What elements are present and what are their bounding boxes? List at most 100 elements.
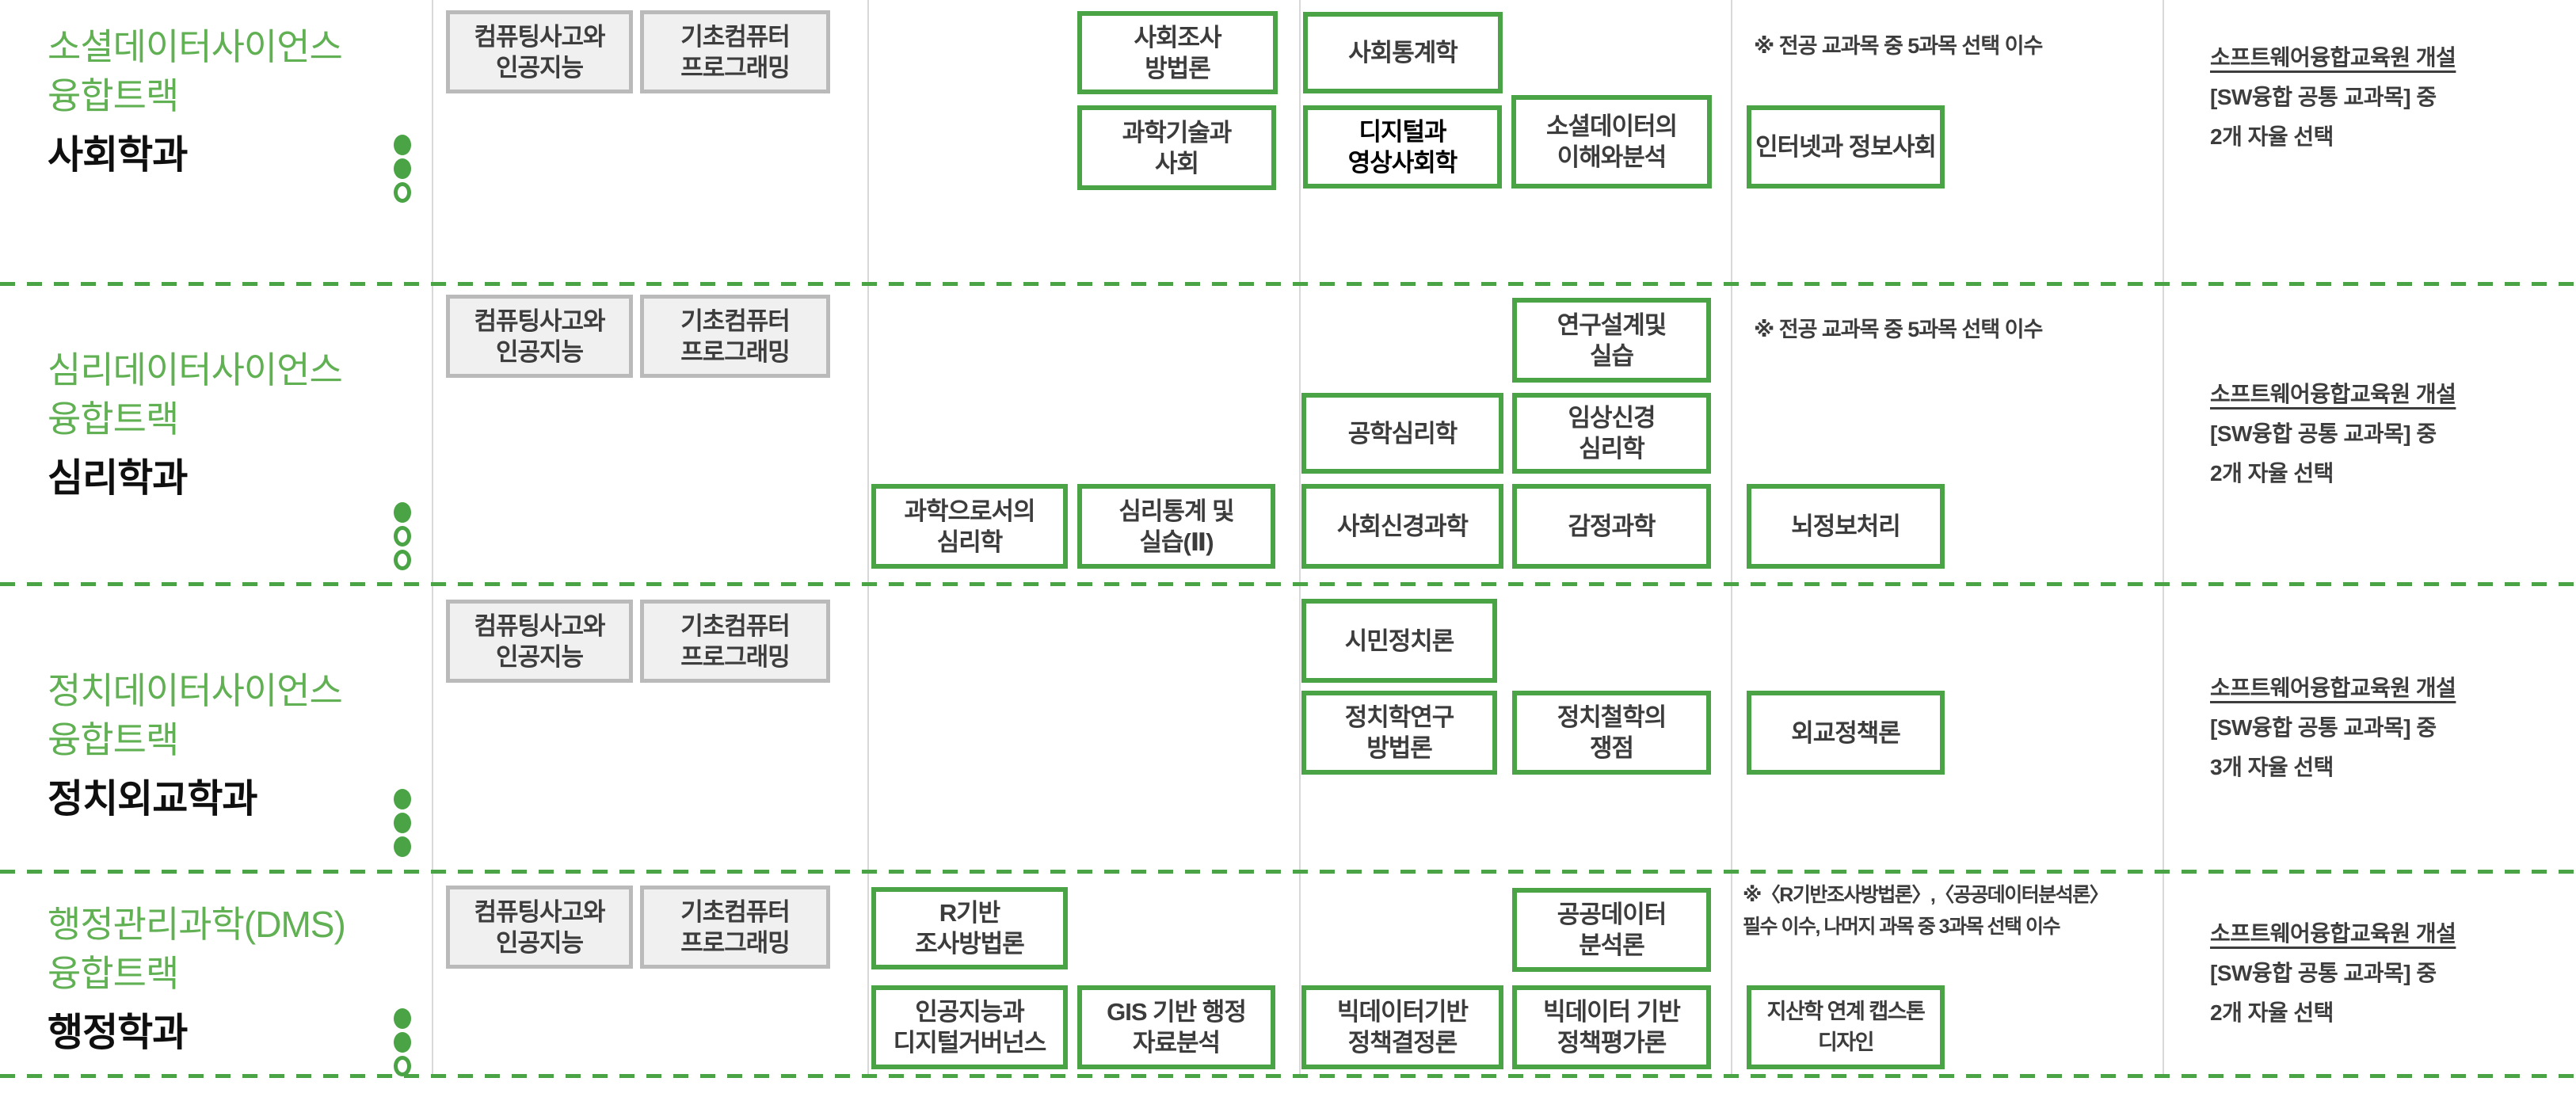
course-box: 정치철학의 쟁점 — [1512, 691, 1711, 775]
grade-dot — [394, 836, 411, 857]
course-label: 심리통계 및 실습(Ⅱ) — [1118, 497, 1234, 556]
course-box: 시민정치론 — [1301, 599, 1497, 683]
course-box: R기반 조사방법론 — [871, 887, 1068, 969]
grade-dot — [394, 526, 411, 547]
sw-note-line: 소프트웨어융합교육원 개설 — [2210, 921, 2456, 946]
course-box: 정치학연구 방법론 — [1301, 691, 1497, 775]
course-box: 뇌정보처리 — [1747, 484, 1945, 569]
grade-dot — [394, 789, 411, 809]
course-label: 인터넷과 정보사회 — [1755, 133, 1937, 161]
course-label: 컴퓨팅사고와 인공지능 — [474, 22, 605, 82]
sw-note-line: 소프트웨어융합교육원 개설 — [2210, 381, 2456, 406]
grade-dot — [394, 182, 411, 203]
common-course-box: 컴퓨팅사고와 인공지능 — [446, 886, 633, 969]
sw-common-note: 소프트웨어융합교육원 개설 [SW융합 공통 교과목] 중 2개 자율 선택 — [2210, 284, 2456, 584]
track-row-psychology: 심리데이터사이언스 융합트랙 심리학과 컴퓨팅사고와 인공지능 기초컴퓨터 프로… — [0, 284, 2576, 586]
track-label: 심리데이터사이언스 융합트랙 심리학과 — [48, 345, 343, 502]
course-label: 컴퓨팅사고와 인공지능 — [474, 611, 605, 671]
course-label: 기초컴퓨터 프로그래밍 — [680, 22, 791, 82]
course-box: 임상신경 심리학 — [1512, 393, 1711, 474]
course-label: 디지털과 영상사회학 — [1347, 117, 1458, 177]
track-title: 심리데이터사이언스 융합트랙 — [48, 349, 343, 440]
course-label: 컴퓨팅사고와 인공지능 — [474, 307, 605, 366]
course-box: 사회조사 방법론 — [1077, 11, 1278, 94]
grade-dots — [394, 135, 411, 203]
course-label: 소셜데이터의 이해와분석 — [1545, 112, 1678, 171]
course-label: 기초컴퓨터 프로그래밍 — [680, 897, 791, 957]
course-label: 정치학연구 방법론 — [1344, 703, 1455, 762]
course-box: 인터넷과 정보사회 — [1747, 105, 1945, 189]
grade-dots — [394, 502, 411, 570]
course-label: 임상신경 심리학 — [1568, 404, 1656, 463]
course-box: GIS 기반 행정 자료분석 — [1077, 985, 1275, 1069]
course-box: 사회신경과학 — [1301, 484, 1503, 569]
course-box: 연구설계및 실습 — [1512, 298, 1711, 383]
grade-dots — [394, 1008, 411, 1076]
course-label: GIS 기반 행정 자료분석 — [1107, 998, 1247, 1057]
course-label: 공학심리학 — [1347, 419, 1458, 448]
course-label: 외교정책론 — [1791, 718, 1901, 747]
course-label: 컴퓨팅사고와 인공지능 — [474, 897, 605, 957]
course-label: 뇌정보처리 — [1791, 512, 1901, 540]
course-label: 기초컴퓨터 프로그래밍 — [680, 307, 791, 366]
course-box: 빅데이터 기반 정책평가론 — [1512, 985, 1711, 1069]
column-divider — [867, 0, 869, 1076]
course-label: 연구설계및 실습 — [1557, 310, 1667, 370]
requirement-note: ※ 전공 교과목 중 5과목 선택 이수 — [1754, 34, 2043, 58]
grade-dot — [394, 1032, 411, 1053]
course-label: 과학기술과 사회 — [1122, 118, 1233, 177]
course-label: R기반 조사방법론 — [915, 899, 1025, 958]
sw-common-note: 소프트웨어융합교육원 개설 [SW융합 공통 교과목] 중 2개 자율 선택 — [2210, 38, 2456, 157]
course-box: 사회통계학 — [1303, 12, 1503, 93]
grade-dot — [394, 502, 411, 523]
course-box: 외교정책론 — [1747, 691, 1945, 775]
requirement-note: ※〈R기반조사방법론〉,〈공공데이터분석론〉 필수 이수, 나머지 과목 중 3… — [1743, 884, 2109, 938]
common-course-box: 기초컴퓨터 프로그래밍 — [640, 886, 830, 969]
department-name: 심리학과 — [48, 457, 188, 500]
common-course-box: 컴퓨팅사고와 인공지능 — [446, 600, 633, 683]
course-box: 과학기술과 사회 — [1077, 105, 1276, 190]
column-divider — [2163, 0, 2164, 1076]
course-box: 지산학 연계 캡스톤 디자인 — [1747, 985, 1945, 1069]
course-box: 디지털과 영상사회학 — [1303, 105, 1502, 189]
course-label: 사회조사 방법론 — [1134, 23, 1221, 82]
track-label: 정치데이터사이언스 융합트랙 정치외교학과 — [48, 666, 343, 823]
column-divider — [1731, 0, 1732, 1076]
course-label: 사회신경과학 — [1336, 512, 1469, 540]
course-label: 빅데이터기반 정책결정론 — [1336, 998, 1469, 1057]
grade-dot — [394, 1008, 411, 1029]
course-label: 사회통계학 — [1348, 39, 1458, 67]
common-course-box: 기초컴퓨터 프로그래밍 — [640, 600, 830, 683]
course-label: 지산학 연계 캡스톤 디자인 — [1766, 1000, 1926, 1054]
course-label: 기초컴퓨터 프로그래밍 — [680, 611, 791, 671]
track-label: 행정관리과학(DMS) 융합트랙 행정학과 — [48, 900, 346, 1057]
grade-dot — [394, 550, 411, 570]
track-row-sociology: 소셜데이터사이언스 융합트랙 사회학과 컴퓨팅사고와 인공지능 기초컴퓨터 프로… — [0, 0, 2576, 286]
sw-note-rest: [SW융합 공통 교과목] 중 2개 자율 선택 — [2210, 85, 2437, 149]
department-name: 사회학과 — [48, 134, 188, 177]
sw-note-rest: [SW융합 공통 교과목] 중 2개 자율 선택 — [2210, 961, 2437, 1025]
common-course-box: 기초컴퓨터 프로그래밍 — [640, 295, 830, 378]
requirement-note: ※ 전공 교과목 중 5과목 선택 이수 — [1754, 318, 2043, 341]
sw-note-line: 소프트웨어융합교육원 개설 — [2210, 675, 2456, 700]
course-box: 감정과학 — [1512, 484, 1711, 569]
track-title: 정치데이터사이언스 융합트랙 — [48, 670, 343, 760]
department-name: 행정학과 — [48, 1011, 188, 1054]
course-box: 빅데이터기반 정책결정론 — [1301, 985, 1503, 1069]
grade-dot — [394, 135, 411, 155]
course-box: 인공지능과 디지털거버넌스 — [871, 985, 1068, 1069]
sw-note-line: 소프트웨어융합교육원 개설 — [2210, 45, 2456, 70]
course-box: 과학으로서의 심리학 — [871, 484, 1068, 569]
course-box: 공공데이터 분석론 — [1512, 888, 1711, 972]
grade-dots — [394, 789, 411, 857]
sw-note-rest: [SW융합 공통 교과목] 중 2개 자율 선택 — [2210, 421, 2437, 486]
track-row-political-science: 정치데이터사이언스 융합트랙 정치외교학과 컴퓨팅사고와 인공지능 기초컴퓨터 … — [0, 584, 2576, 874]
course-label: 과학으로서의 심리학 — [904, 497, 1035, 556]
common-course-box: 기초컴퓨터 프로그래밍 — [640, 10, 830, 93]
course-label: 감정과학 — [1568, 512, 1656, 540]
grade-dot — [394, 813, 411, 833]
course-box: 공학심리학 — [1301, 393, 1503, 474]
column-divider — [432, 0, 433, 1076]
course-label: 빅데이터 기반 정책평가론 — [1543, 998, 1681, 1057]
